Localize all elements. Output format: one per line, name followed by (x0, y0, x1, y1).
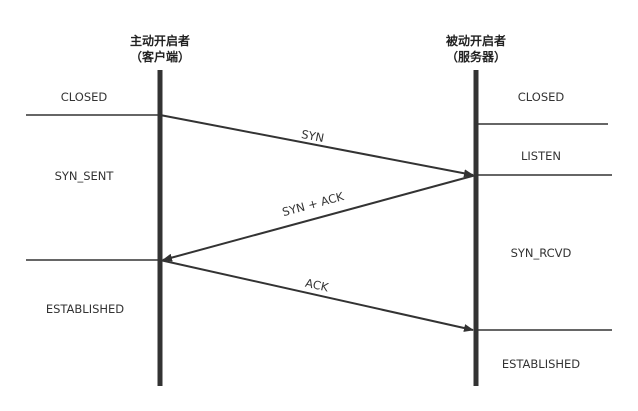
client-title-line1: 主动开启者 (130, 33, 190, 48)
syn-ack-arrow (162, 174, 477, 262)
ack-label: ACK (304, 276, 330, 295)
syn-ack-label: SYN + ACK (281, 189, 346, 219)
ack-arrow (159, 259, 474, 332)
server-title-line2: （服务器） (446, 49, 506, 64)
server-title-line1: 被动开启者 (446, 33, 506, 48)
client-title-line2: （客户端） (130, 49, 190, 64)
client-state-closed: CLOSED (61, 90, 108, 104)
client-state-syn-sent: SYN_SENT (55, 169, 115, 183)
server-state-syn-rcvd: SYN_RCVD (511, 246, 572, 260)
server-state-established: ESTABLISHED (502, 357, 580, 371)
syn-arrow (159, 114, 474, 178)
server-state-listen: LISTEN (521, 149, 561, 163)
syn-label: SYN (300, 127, 325, 145)
client-state-established: ESTABLISHED (46, 302, 124, 316)
server-state-closed: CLOSED (518, 90, 565, 104)
